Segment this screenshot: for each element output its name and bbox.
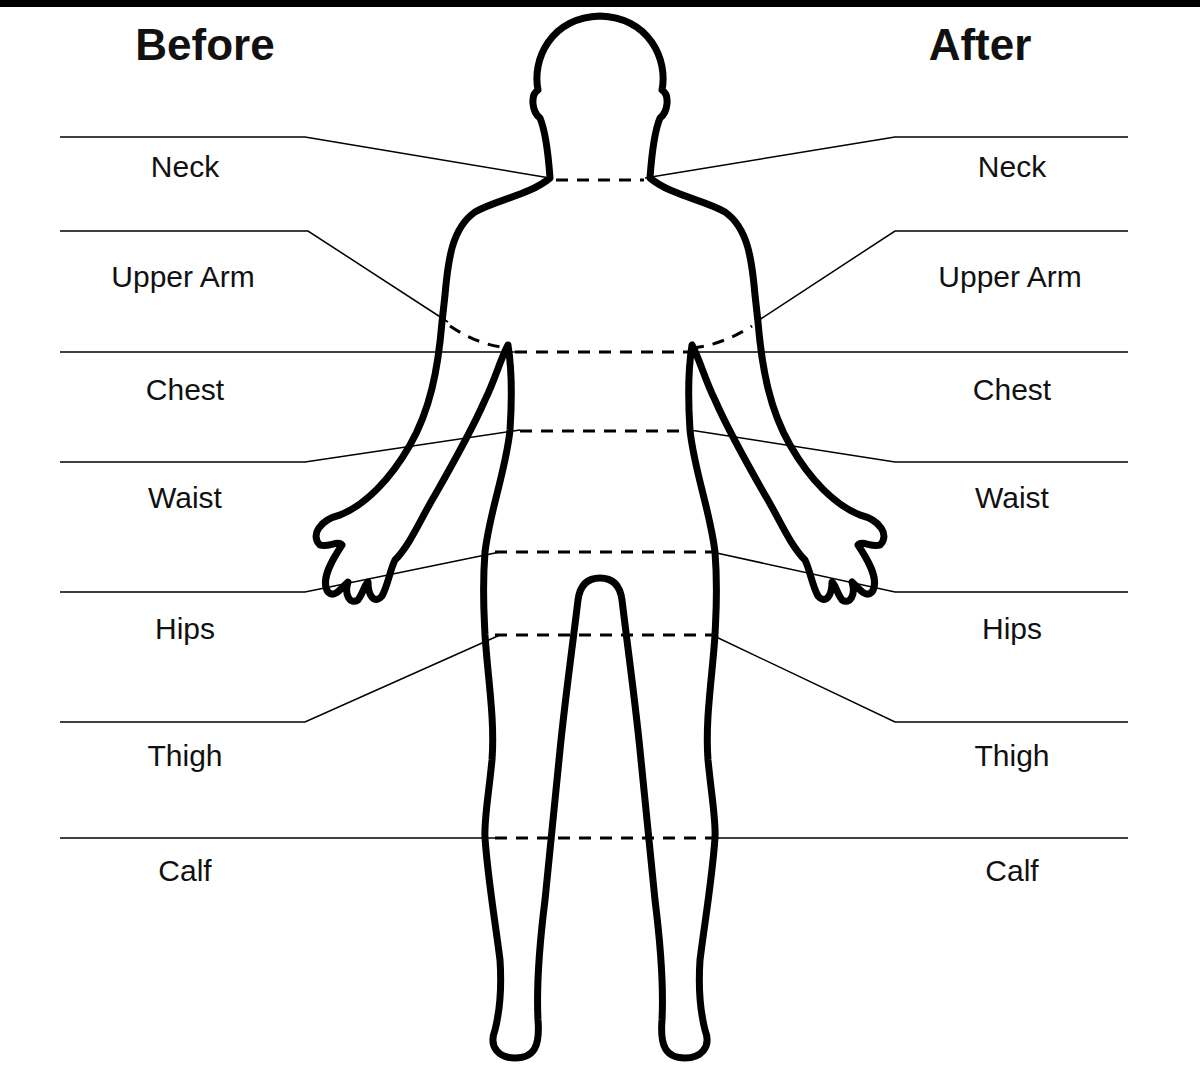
measure-label: Neck (978, 150, 1046, 183)
measure-label: Chest (146, 373, 224, 406)
body-outline (316, 16, 884, 1058)
measure-label: Thigh (147, 739, 222, 772)
measure-label: Neck (151, 150, 219, 183)
measure-label: Calf (158, 854, 211, 887)
measure-label: Hips (155, 612, 215, 645)
measure-label: Calf (985, 854, 1038, 887)
measure-label: Upper Arm (111, 260, 254, 293)
column-heading: Before (135, 21, 274, 69)
leader-lines (60, 137, 1128, 838)
measure-label: Hips (982, 612, 1042, 645)
measure-label: Thigh (974, 739, 1049, 772)
measure-dashes (450, 180, 752, 838)
column-heading: After (929, 21, 1032, 69)
top-bar (0, 0, 1200, 7)
measure-label: Waist (148, 481, 222, 514)
measure-label: Chest (973, 373, 1051, 406)
measure-label: Upper Arm (938, 260, 1081, 293)
measure-label: Waist (975, 481, 1049, 514)
